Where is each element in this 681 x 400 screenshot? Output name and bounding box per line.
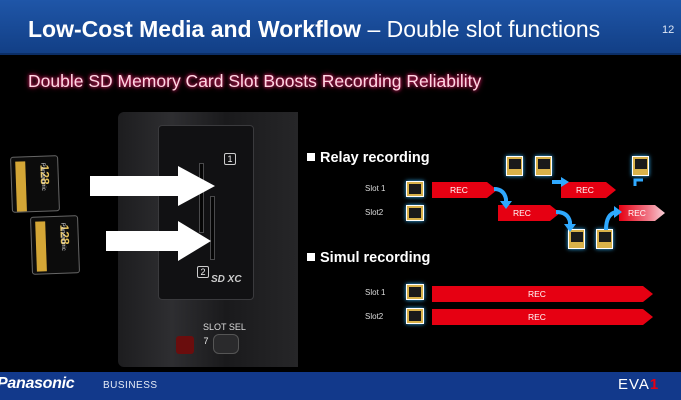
slide-title: Low-Cost Media and Workflow – Double slo… (28, 16, 600, 43)
simul-slot2-card-icon (406, 308, 424, 324)
card-slot-panel (158, 125, 254, 300)
bullet-square-icon (307, 153, 315, 161)
slide-title-rest: – Double slot functions (367, 16, 601, 42)
simul-rec-bar-1 (432, 286, 653, 302)
relay-heading-text: Relay recording (320, 150, 430, 166)
simul-slot2-label: Slot2 (365, 312, 384, 321)
relay-switch-down-1-icon (493, 187, 512, 209)
relay-switch-down-2-icon (555, 210, 576, 232)
simul-slot1-label: Slot 1 (365, 288, 386, 297)
relay-slot1-card-icon (406, 181, 424, 197)
panasonic-logo: Panasonic (0, 375, 75, 392)
relay-switch-up-icon (604, 206, 622, 231)
sd-card-1: 128 Panasonic (10, 155, 60, 213)
sd-card-label-stripe (15, 161, 27, 212)
relay-card-swap-3-icon (632, 156, 649, 176)
sdxc-logo: SD XC (211, 274, 242, 285)
slot-sel-button (213, 334, 239, 354)
bullet-square-icon (307, 253, 315, 261)
relay-rec-text-3: REC (513, 208, 531, 218)
simul-slot1-card-icon (406, 284, 424, 300)
eva1-logo: EVA1 (618, 376, 659, 393)
slot-1-number: 1 (224, 153, 236, 165)
simul-recording-heading: Simul recording (307, 250, 430, 266)
simul-rec-bar-2 (432, 309, 653, 325)
relay-slot1-label: Slot 1 (365, 184, 386, 193)
slide-subtitle: Double SD Memory Card Slot Boosts Record… (28, 71, 482, 91)
relay-rec-bar-1 (432, 182, 497, 198)
sd-card-label-stripe (35, 221, 47, 272)
eva-text: EVA (618, 376, 650, 393)
relay-card-swap-2-icon (535, 156, 552, 176)
sd-card-brand: Panasonic (59, 222, 67, 251)
slide-title-bold: Low-Cost Media and Workflow (28, 16, 362, 42)
relay-rec-text-4: REC (628, 208, 646, 218)
card-slot-1 (199, 163, 204, 233)
relay-slot2-label: Slot2 (365, 208, 384, 217)
sd-card-brand: Panasonic (39, 162, 47, 191)
button-number: 7 (203, 336, 209, 346)
relay-switch-up-end-icon (633, 178, 643, 186)
footer-bar (0, 372, 681, 400)
slot-2-number: 2 (197, 266, 209, 278)
relay-rec-bar-2 (561, 182, 616, 198)
camera-red-button (176, 336, 194, 354)
simul-rec-text-1: REC (528, 289, 546, 299)
relay-rec-bar-3 (498, 205, 560, 221)
sd-card-2: 128 Panasonic (30, 215, 80, 275)
simul-heading-text: Simul recording (320, 250, 431, 266)
relay-rec-bar-4 (619, 205, 665, 221)
title-bar: Low-Cost Media and Workflow – Double slo… (0, 0, 681, 55)
insert-arrow-2-icon (106, 221, 211, 261)
relay-slot2-card-icon (406, 205, 424, 221)
insert-arrow-1-icon (90, 166, 215, 206)
slot-sel-label: SLOT SEL (203, 322, 246, 332)
relay-card-swap-4-icon (568, 229, 585, 249)
relay-card-swap-1-icon (506, 156, 523, 176)
simul-rec-text-2: REC (528, 312, 546, 322)
eva-one: 1 (649, 376, 660, 393)
page-number: 12 (662, 24, 675, 36)
relay-switch-right-icon (552, 177, 569, 187)
relay-rec-text-1: REC (450, 185, 468, 195)
business-label: BUSINESS (103, 380, 158, 391)
relay-rec-text-2: REC (576, 185, 594, 195)
card-slot-2 (210, 196, 215, 260)
relay-recording-heading: Relay recording (307, 150, 430, 166)
